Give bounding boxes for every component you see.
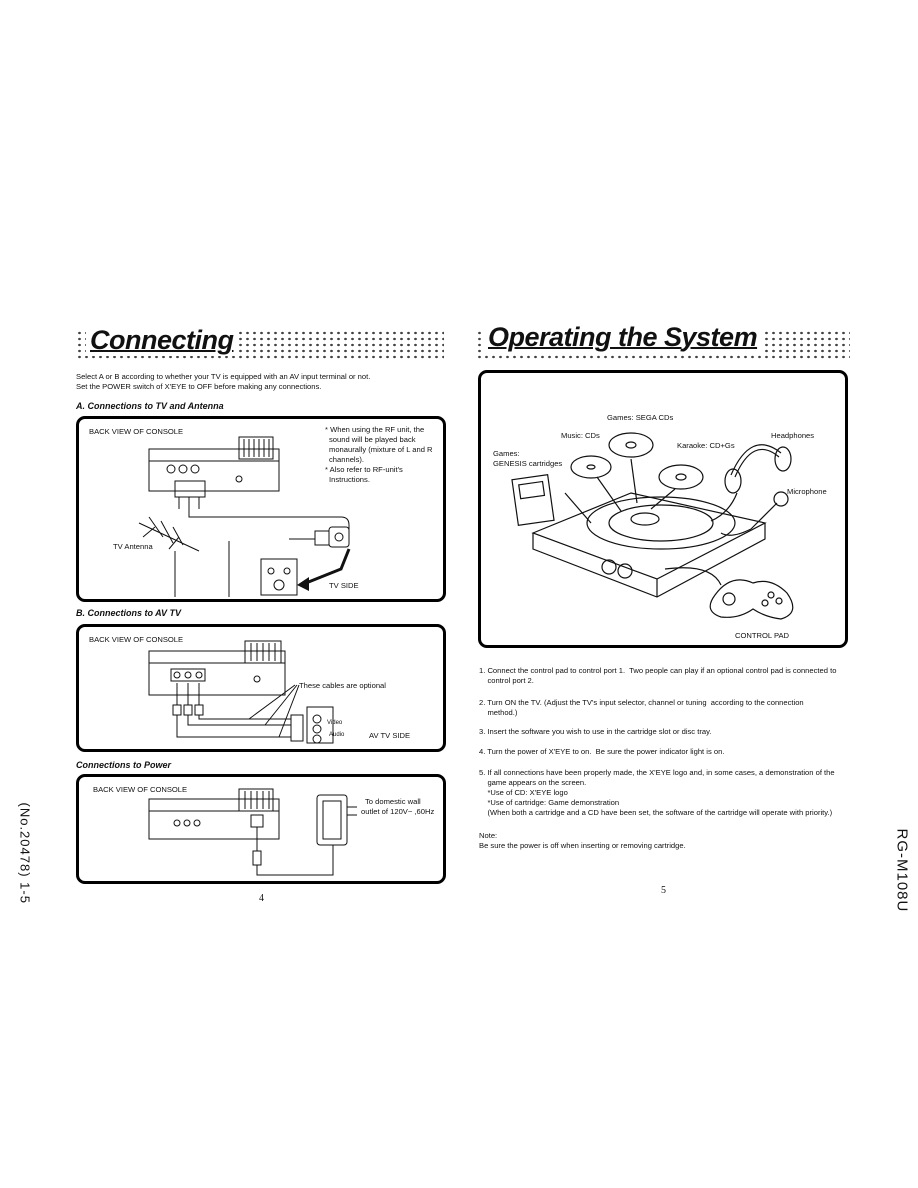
back-view-label: BACK VIEW OF CONSOLE: [89, 635, 184, 644]
note-text: Be sure the power is off when inserting …: [479, 841, 686, 850]
console-power-diagram: [148, 788, 357, 876]
step-3: 3. Insert the software you wish to use i…: [479, 727, 712, 736]
label-genesis: GENESIS cartridges: [493, 459, 563, 468]
rf-note-4: channels).: [329, 455, 365, 464]
back-view-label: BACK VIEW OF CONSOLE: [89, 427, 184, 436]
optional-cables-label: These cables are optional: [299, 681, 386, 690]
page-number-right: 5: [661, 885, 666, 896]
step-5a: 5. If all connections have been properly…: [479, 768, 835, 777]
panel-power: BACK VIEW OF CONSOLE To domestic wall ou…: [76, 774, 446, 884]
section-a-heading: A. Connections to TV and Antenna: [76, 401, 224, 411]
rf-note-6: Instructions.: [329, 475, 370, 484]
av-tv-side-label: AV TV SIDE: [369, 731, 411, 740]
label-control-pad: CONTROL PAD: [735, 631, 790, 640]
step-1a: 1. Connect the control pad to control po…: [479, 666, 837, 675]
page-title-connecting: Connecting: [86, 325, 238, 356]
step-2b: method.): [479, 708, 518, 717]
page-title-operating: Operating the System: [484, 322, 762, 353]
label-music-cds: Music: CDs: [561, 431, 600, 440]
section-b-heading: B. Connections to AV TV: [76, 608, 181, 618]
step-1b: control port 2.: [479, 676, 534, 685]
intro-line-2: Set the POWER switch of X'EYE to OFF bef…: [76, 382, 322, 391]
console-rf-diagram: [138, 436, 351, 597]
outlet-label-2: outlet of 120V~ ,60Hz: [361, 807, 435, 816]
console-av-diagram: [148, 640, 334, 744]
step-5e: (When both a cartridge and a CD have bee…: [479, 808, 833, 817]
video-label: Video: [327, 720, 343, 726]
rf-note-5: * Also refer to RF-unit's: [325, 465, 403, 474]
step-4: 4. Turn the power of X'EYE to on. Be sur…: [479, 747, 725, 756]
step-5d: *Use of cartridge: Game demonstration: [479, 798, 620, 807]
panel-av-tv: BACK VIEW OF CONSOLE These cables are op…: [76, 624, 446, 752]
label-games: Games:: [493, 449, 520, 458]
rf-note-1: * When using the RF unit, the: [325, 425, 425, 434]
outlet-label-1: To domestic wall: [365, 797, 421, 806]
panel-tv-antenna: BACK VIEW OF CONSOLE * When using the RF…: [76, 416, 446, 602]
system-overview-panel: Games: SEGA CDs Music: CDs Karaoke: CD+G…: [478, 370, 848, 648]
audio-label: Audio: [329, 732, 345, 738]
tv-antenna-label: TV Antenna: [113, 542, 153, 551]
rf-note-3: monaurally (mixture of L and R: [329, 445, 433, 454]
label-karaoke: Karaoke: CD+Gs: [677, 441, 735, 450]
note-label: Note:: [479, 831, 498, 840]
back-view-label: BACK VIEW OF CONSOLE: [93, 785, 188, 794]
step-2a: 2. Turn ON the TV. (Adjust the TV's inpu…: [479, 698, 804, 707]
label-microphone: Microphone: [787, 487, 827, 496]
label-sega-cds: Games: SEGA CDs: [607, 413, 674, 422]
tv-side-label: TV SIDE: [329, 581, 359, 590]
section-power-heading: Connections to Power: [76, 760, 172, 770]
intro-line-1: Select A or B according to whether your …: [76, 372, 371, 381]
step-5b: game appears on the screen.: [479, 778, 587, 787]
rf-note-2: sound will be played back: [329, 435, 416, 444]
system-illustration: [511, 432, 794, 620]
page-number-left: 4: [259, 893, 264, 904]
step-5c: *Use of CD: X'EYE logo: [479, 788, 568, 797]
margin-document-number: (No.20478) 1-5: [17, 802, 33, 904]
margin-model-number: RG-M108U: [893, 828, 911, 913]
label-headphones: Headphones: [771, 431, 815, 440]
